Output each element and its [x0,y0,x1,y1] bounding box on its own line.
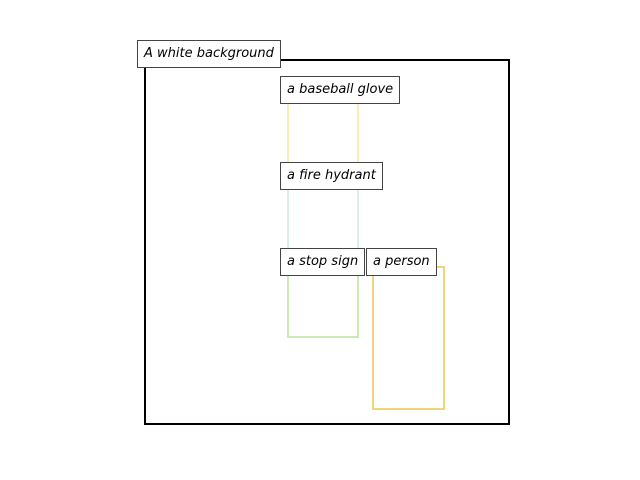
fire-hydrant-label: a fire hydrant [280,162,383,190]
background-label: A white background [137,40,281,68]
stop-sign-label: a stop sign [280,248,366,276]
stop-sign-box [287,266,359,338]
baseball-glove-label: a baseball glove [280,76,401,104]
person-box [372,266,445,410]
scene-frame [144,59,510,425]
person-label: a person [366,248,437,276]
